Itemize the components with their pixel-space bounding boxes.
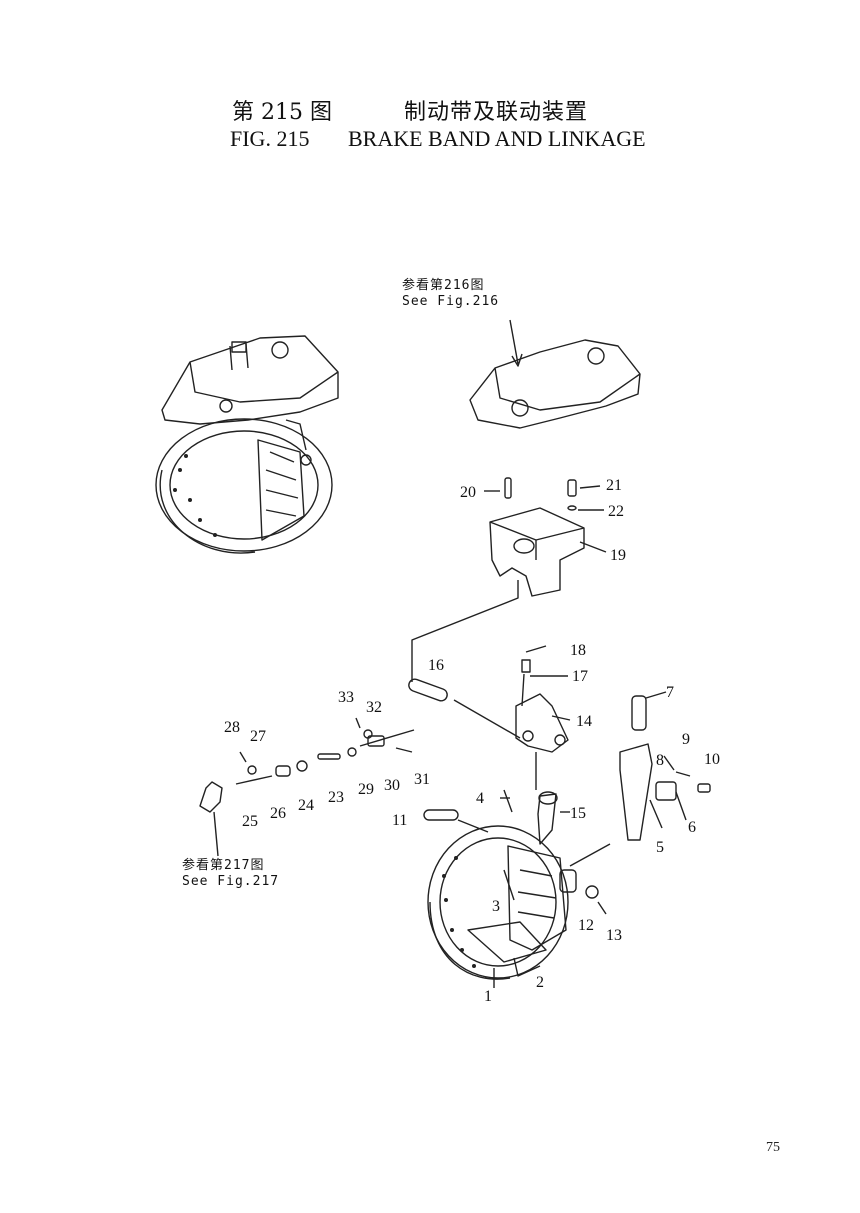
page-number: 75 — [766, 1140, 780, 1155]
callout-24: 24 — [298, 797, 314, 814]
callout-18: 18 — [570, 642, 586, 659]
callout-1: 1 — [484, 988, 492, 1005]
callout-27: 27 — [250, 728, 266, 745]
callout-17: 17 — [572, 668, 588, 685]
callout-28: 28 — [224, 719, 240, 736]
callout-21: 21 — [606, 477, 622, 494]
callout-25: 25 — [242, 813, 258, 830]
callout-4: 4 — [476, 790, 484, 807]
reference-fig-216-en: See Fig.216 — [402, 294, 500, 309]
lever-5-6-7-illustration — [423, 691, 711, 867]
linkage-23-33-illustration — [199, 717, 415, 857]
callout-13: 13 — [606, 927, 622, 944]
callout-31: 31 — [414, 771, 430, 788]
callout-2: 2 — [536, 974, 544, 991]
callout-labels: 1 2 3 4 5 6 7 8 9 10 11 12 13 14 15 16 1… — [224, 477, 720, 1005]
callout-7: 7 — [666, 684, 674, 701]
callout-15: 15 — [570, 805, 586, 822]
callout-5: 5 — [656, 839, 664, 856]
reference-fig-217: 参看第217图 See Fig.217 — [182, 858, 279, 890]
linkage-14-15-16-illustration — [408, 645, 571, 845]
bracket-19-illustration — [411, 477, 607, 682]
callout-29: 29 — [358, 781, 374, 798]
callout-3: 3 — [492, 898, 500, 915]
callout-8: 8 — [656, 752, 664, 769]
callout-19: 19 — [610, 547, 626, 564]
reference-fig-217-en: See Fig.217 — [182, 874, 280, 889]
callout-33: 33 — [338, 689, 354, 706]
reference-fig-216-cn: 参看第216图 — [402, 278, 485, 293]
reference-fig-217-cn: 参看第217图 — [182, 858, 265, 873]
reference-fig-216: 参看第216图 See Fig.216 — [402, 278, 499, 310]
callout-22: 22 — [608, 503, 624, 520]
figure-number-en: FIG. 215 — [230, 126, 310, 151]
callout-14: 14 — [576, 713, 592, 730]
assembled-brake-illustration — [155, 335, 339, 554]
callout-23: 23 — [328, 789, 344, 806]
transmission-case-illustration — [469, 319, 641, 429]
callout-11: 11 — [392, 812, 407, 829]
callout-6: 6 — [688, 819, 696, 836]
callout-10: 10 — [704, 751, 720, 768]
callout-20: 20 — [460, 484, 476, 501]
figure-name-en: BRAKE BAND AND LINKAGE — [348, 126, 646, 151]
callout-26: 26 — [270, 805, 286, 822]
callout-32: 32 — [366, 699, 382, 716]
rivet-dots — [173, 454, 476, 968]
brake-band-illustration — [427, 825, 607, 988]
callout-12: 12 — [578, 917, 594, 934]
figure-name-cn: 制动带及联动装置 — [404, 100, 589, 125]
callout-30: 30 — [384, 777, 400, 794]
callout-16: 16 — [428, 657, 444, 674]
callout-9: 9 — [682, 731, 690, 748]
figure-number-cn: 第 215 图 — [232, 100, 332, 125]
